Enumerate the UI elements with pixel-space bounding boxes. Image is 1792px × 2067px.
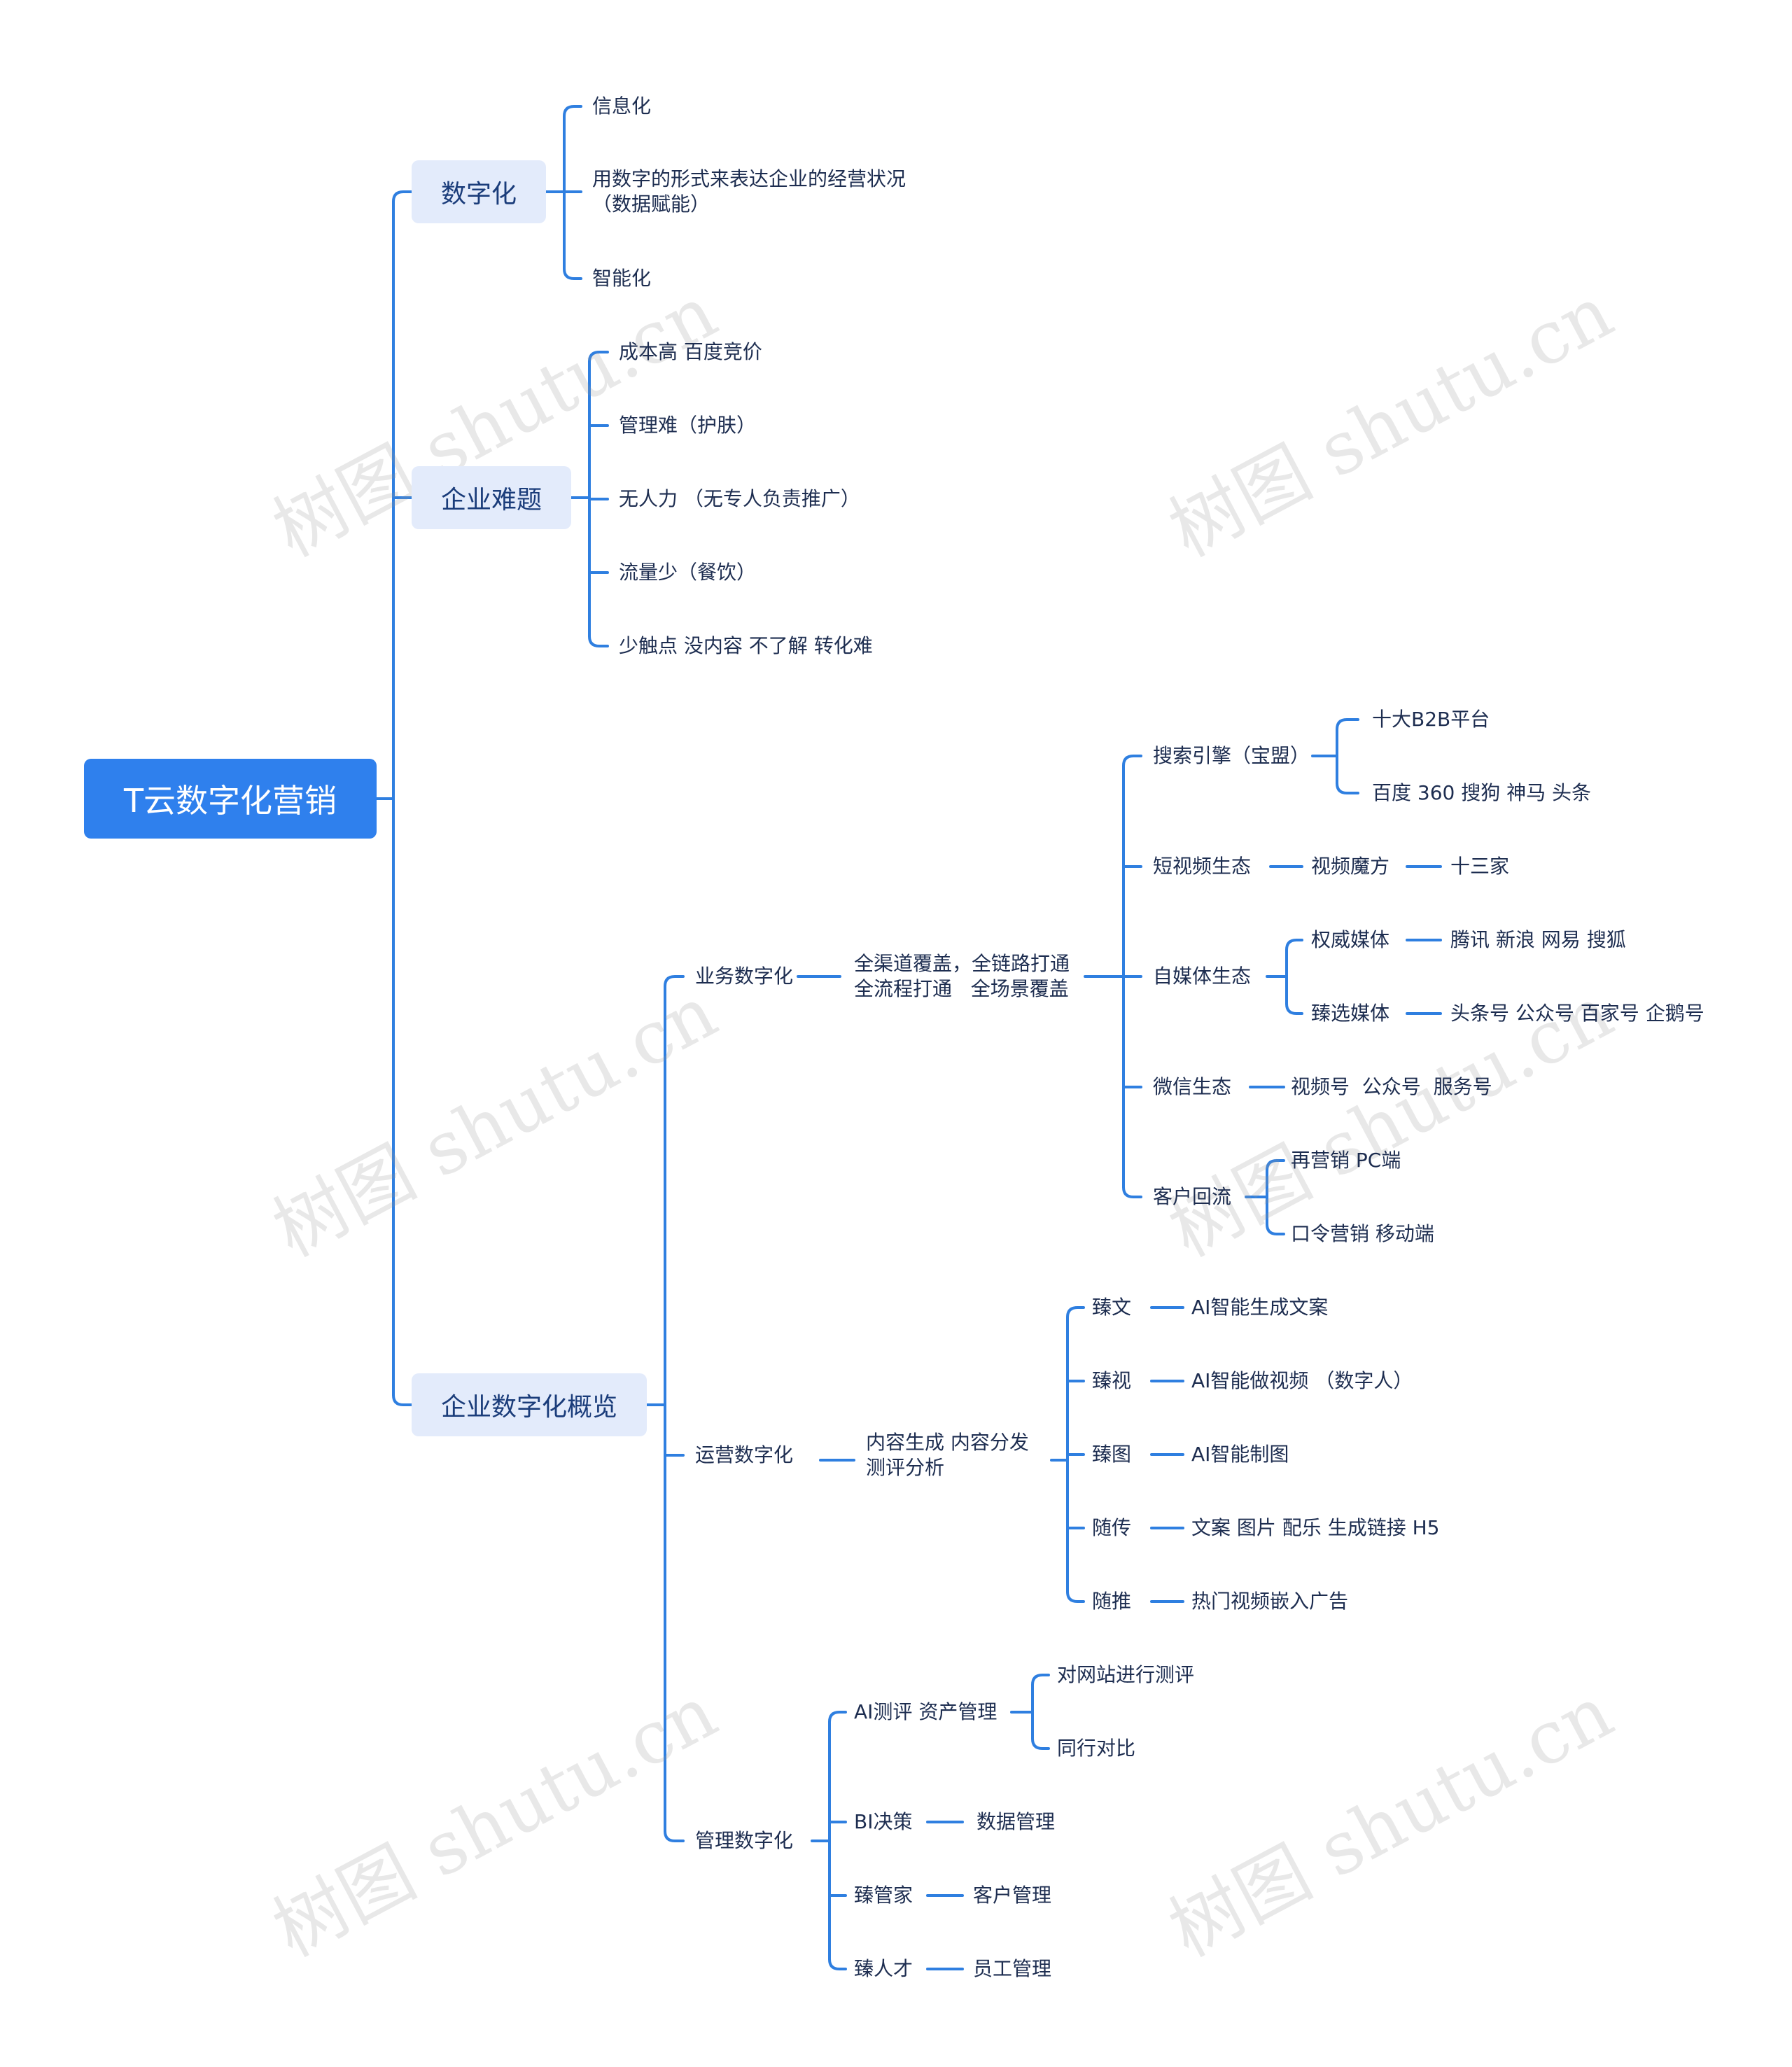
topic-authoritative-media[interactable]: 权威媒体: [1311, 928, 1390, 951]
topic-selected-media[interactable]: 臻选媒体: [1311, 1002, 1390, 1025]
connector-line: [1066, 1459, 1085, 1603]
topic-zhen-talent[interactable]: 臻人才: [854, 1957, 913, 1980]
topic-informatization[interactable]: 信息化: [592, 94, 652, 118]
topic-search-engines-list[interactable]: 百度 360 搜狗 神马 头条: [1372, 781, 1592, 804]
connector-line: [1031, 1674, 1050, 1714]
connector-line: [1266, 1159, 1285, 1198]
topic-ai-video[interactable]: AI智能做视频 （数字人）: [1191, 1369, 1413, 1392]
topic-video-ads[interactable]: 热门视频嵌入广告: [1191, 1590, 1349, 1613]
topic-business-digitalization[interactable]: 业务数字化: [695, 965, 794, 988]
topic-hard-management[interactable]: 管理难（护肤）: [619, 414, 757, 437]
branch-digitalization[interactable]: 数字化: [412, 160, 546, 223]
topic-media-accounts[interactable]: 头条号 公众号 百家号 企鹅号: [1450, 1002, 1704, 1025]
topic-operation-desc[interactable]: 内容生成 内容分发 测评分析: [866, 1431, 1029, 1479]
connector-line: [563, 190, 582, 280]
topic-peer-comparison[interactable]: 同行对比: [1057, 1737, 1136, 1760]
topic-customer-management[interactable]: 客户管理: [973, 1884, 1052, 1907]
topic-zhen-butler[interactable]: 臻管家: [854, 1884, 913, 1907]
topic-suichuan[interactable]: 随传: [1092, 1516, 1132, 1539]
connector-line: [1266, 1196, 1285, 1235]
topic-video-cube[interactable]: 视频魔方: [1311, 855, 1390, 878]
connector-line: [1336, 755, 1359, 794]
topic-suitui[interactable]: 随推: [1092, 1590, 1132, 1613]
topic-ai-copywriting[interactable]: AI智能生成文案: [1191, 1296, 1329, 1319]
connector-line: [1336, 718, 1359, 757]
topic-employee-management[interactable]: 员工管理: [973, 1957, 1052, 1980]
topic-low-traffic[interactable]: 流量少（餐饮）: [619, 561, 757, 584]
topic-thirteen[interactable]: 十三家: [1450, 855, 1510, 878]
topic-bi-decision[interactable]: BI决策: [854, 1810, 913, 1833]
topic-data-management[interactable]: 数据管理: [976, 1810, 1056, 1833]
connector-line: [828, 1840, 847, 1970]
topic-short-video[interactable]: 短视频生态: [1153, 855, 1252, 878]
connector-line: [392, 797, 413, 1406]
topic-business-desc[interactable]: 全渠道覆盖，全链路打通 全流程打通 全场景覆盖: [854, 952, 1070, 1000]
topic-zhenwen[interactable]: 臻文: [1092, 1296, 1132, 1319]
connector-line: [664, 1403, 685, 1842]
topic-search-engine[interactable]: 搜索引擎（宝盟）: [1153, 744, 1310, 767]
connector-line: [1285, 975, 1303, 1015]
connector-line: [563, 105, 582, 193]
connector-line: [1031, 1711, 1050, 1750]
connector-line: [664, 975, 685, 1406]
topic-no-manpower[interactable]: 无人力 （无专人负责推广）: [619, 487, 860, 510]
topic-high-cost[interactable]: 成本高 百度竞价: [619, 340, 762, 363]
topic-remarketing[interactable]: 再营销 PC端: [1291, 1149, 1401, 1172]
topic-operation-digitalization[interactable]: 运营数字化: [695, 1443, 794, 1466]
topic-ai-evaluation[interactable]: AI测评 资产管理: [854, 1700, 997, 1723]
topic-b2b-platforms[interactable]: 十大B2B平台: [1372, 708, 1490, 731]
topic-command-marketing[interactable]: 口令营销 移动端: [1291, 1222, 1434, 1245]
topic-data-empowerment[interactable]: 用数字的形式来表达企业的经营状况 （数据赋能）: [592, 167, 906, 216]
topic-customer-return[interactable]: 客户回流: [1153, 1185, 1232, 1208]
topic-ai-image[interactable]: AI智能制图: [1191, 1443, 1289, 1466]
connector-line: [1066, 1306, 1085, 1462]
topic-portals[interactable]: 腾讯 新浪 网易 搜狐: [1450, 928, 1626, 951]
topic-wechat-accounts[interactable]: 视频号 公众号 服务号: [1291, 1075, 1492, 1098]
topic-zhenshi[interactable]: 臻视: [1092, 1369, 1132, 1392]
connector-line: [1285, 939, 1303, 978]
branch-enterprise-overview[interactable]: 企业数字化概览: [412, 1373, 647, 1436]
topic-self-media[interactable]: 自媒体生态: [1153, 965, 1252, 988]
branch-enterprise-problems[interactable]: 企业难题: [412, 466, 571, 529]
topic-h5-links[interactable]: 文案 图片 配乐 生成链接 H5: [1191, 1516, 1440, 1539]
topic-few-touchpoints[interactable]: 少触点 没内容 不了解 转化难: [619, 634, 873, 657]
root-node[interactable]: T云数字化营销: [84, 759, 377, 839]
topic-website-evaluation[interactable]: 对网站进行测评: [1057, 1663, 1195, 1686]
topic-wechat[interactable]: 微信生态: [1153, 1075, 1232, 1098]
topic-zhentu[interactable]: 臻图: [1092, 1443, 1132, 1466]
connector-line: [392, 190, 413, 800]
topic-intelligence[interactable]: 智能化: [592, 267, 652, 290]
topic-management-digitalization[interactable]: 管理数字化: [695, 1829, 794, 1852]
